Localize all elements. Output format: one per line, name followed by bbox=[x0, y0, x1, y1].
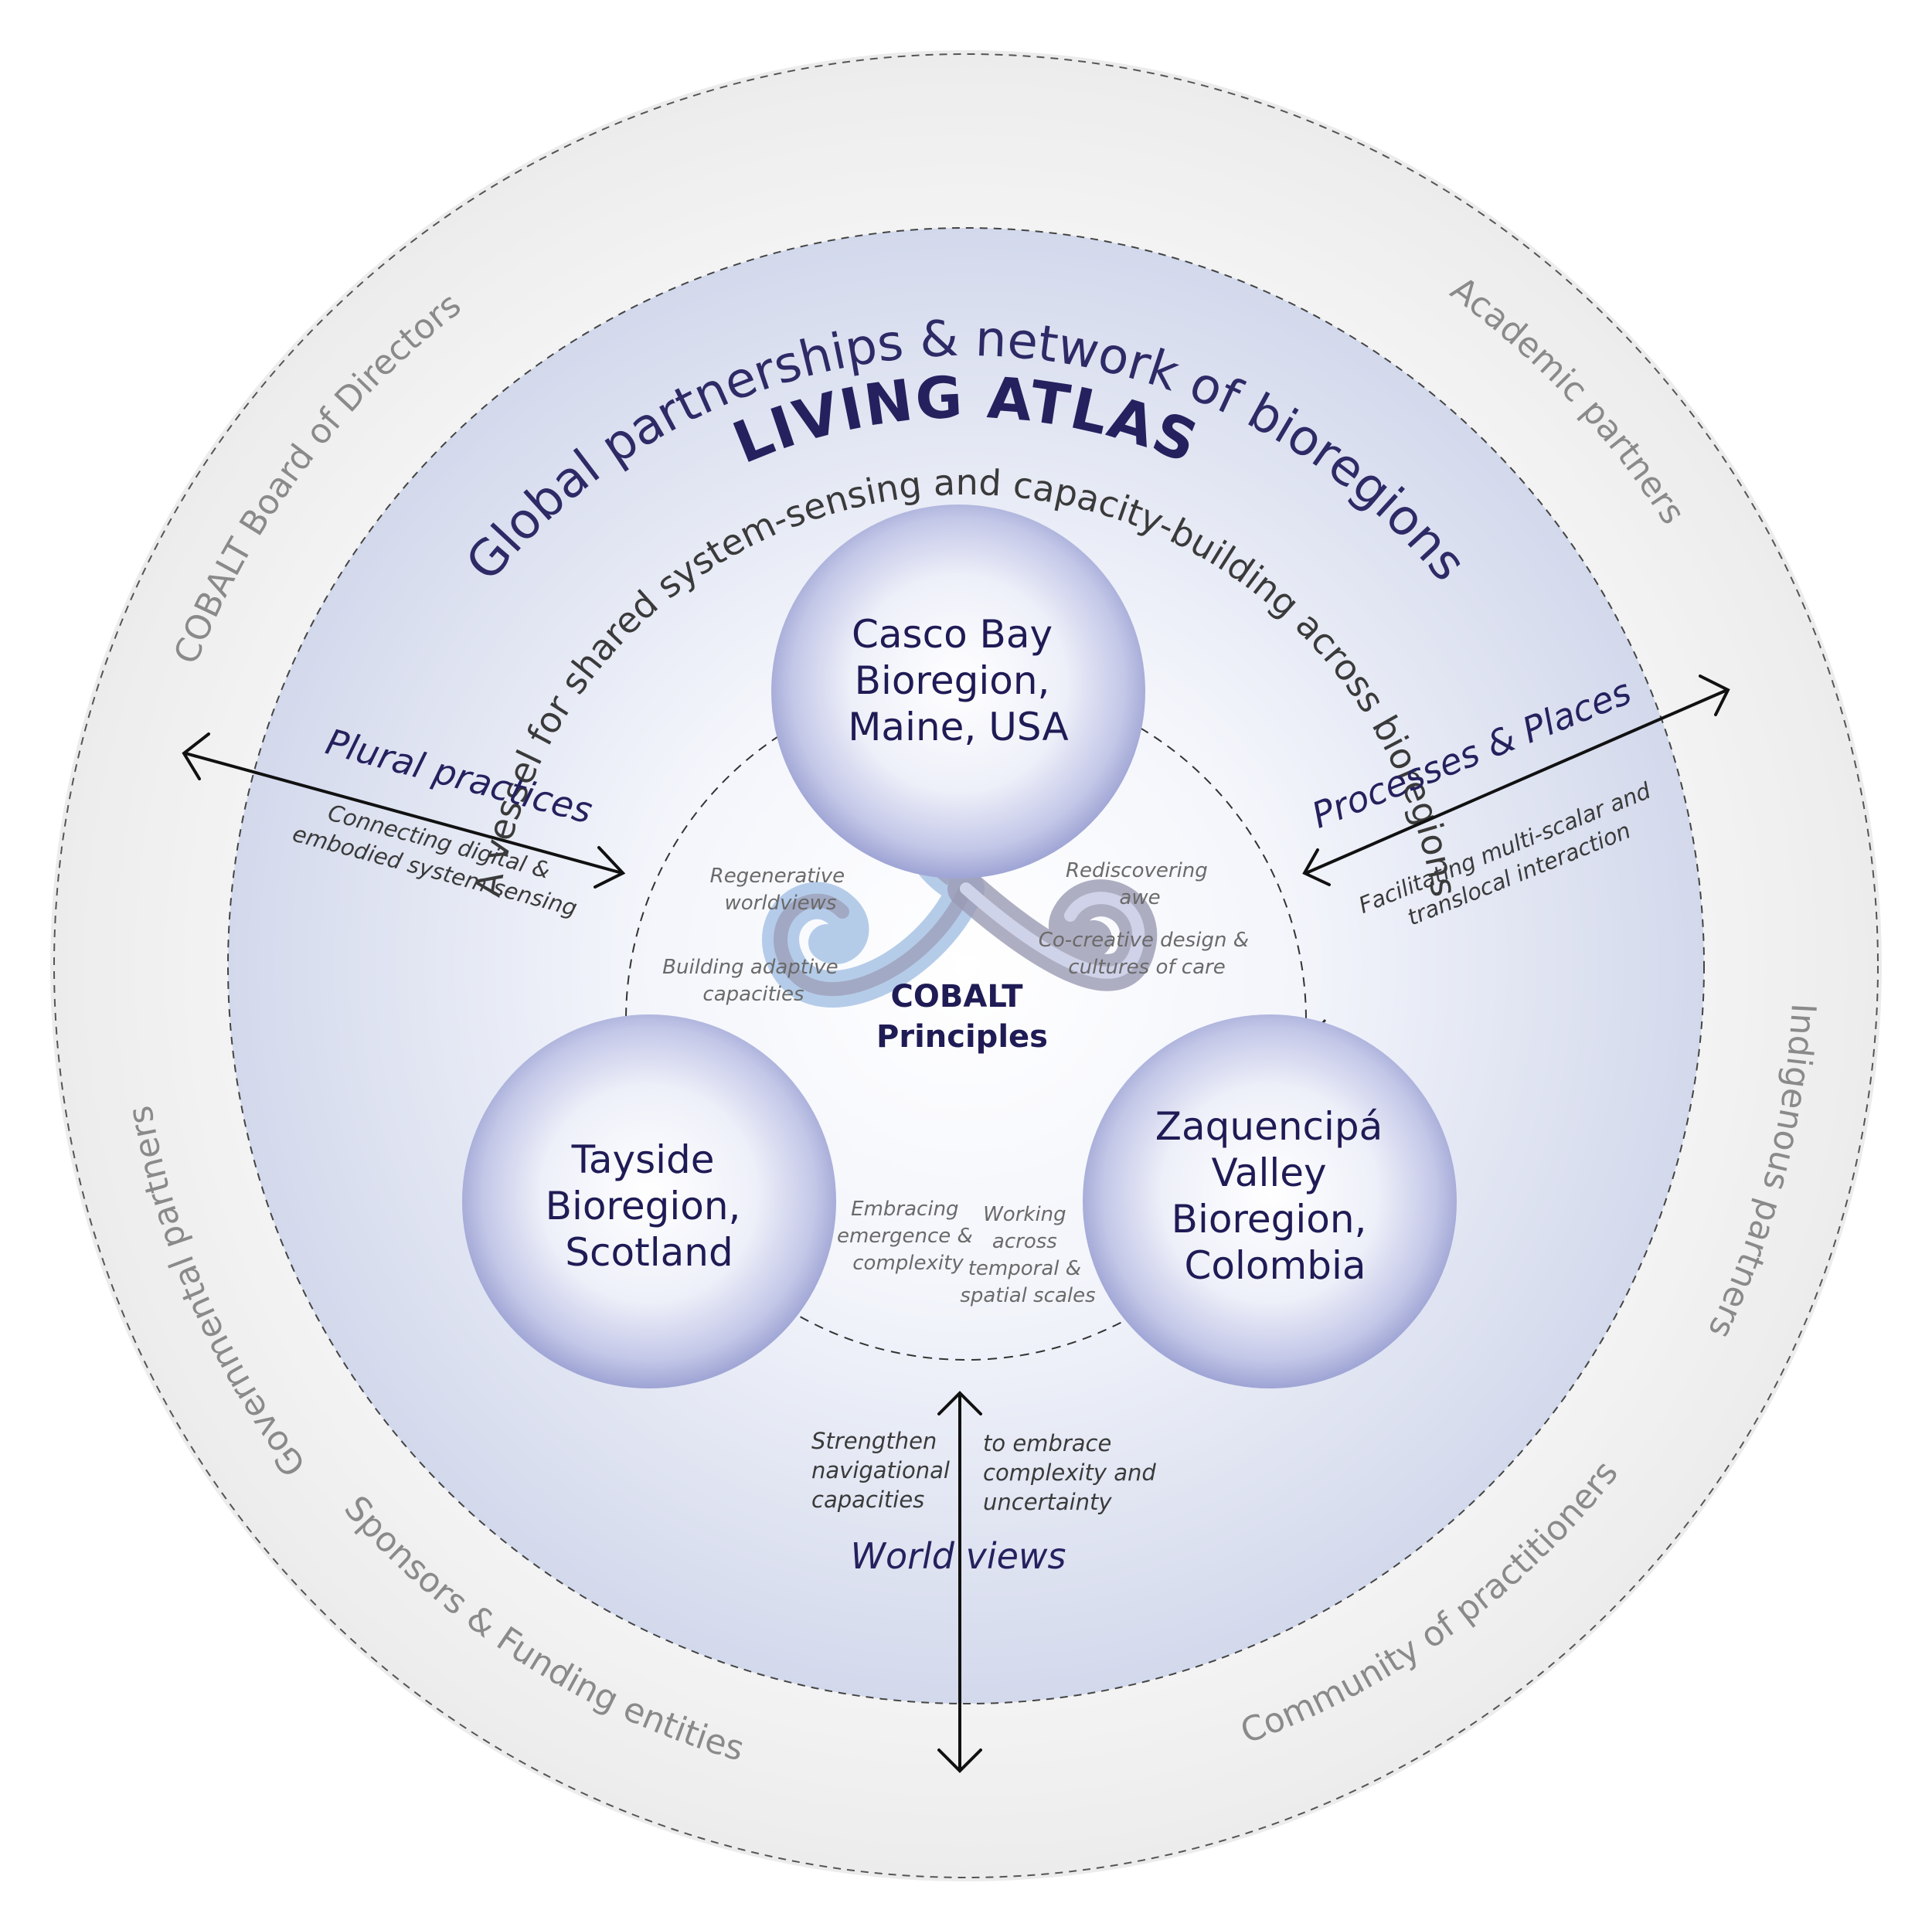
sphere-zaquencipa bbox=[1083, 1014, 1457, 1388]
principle-regenerative: Regenerative worldviews bbox=[710, 865, 852, 915]
processes-places-arrow bbox=[1302, 675, 1730, 886]
region-label-tayside: Tayside Bioregion, Scotland bbox=[546, 1137, 753, 1275]
world-views-right: to embrace complexity and uncertainty bbox=[983, 1430, 1163, 1515]
region-label-casco: Casco Bay Bioregion, Maine, USA bbox=[848, 612, 1068, 749]
living-atlas-disc bbox=[228, 228, 1704, 1704]
sphere-casco-bay bbox=[771, 505, 1145, 878]
principle-scales: Working across temporal & spatial scales bbox=[960, 1203, 1095, 1307]
outer-dashed-border bbox=[53, 53, 1879, 1878]
plural-practices-arrow bbox=[182, 732, 626, 889]
region-label-zaquencipa: Zaquencipá Valley Bioregion, Colombia bbox=[1155, 1104, 1395, 1288]
cobalt-principles-label: COBALT Principles bbox=[876, 979, 1048, 1055]
world-views-arrow bbox=[937, 1391, 982, 1773]
sphere-tayside bbox=[462, 1014, 836, 1388]
principle-awe: Rediscovering awe bbox=[1066, 859, 1214, 909]
living-atlas-dashed-border bbox=[227, 227, 1705, 1704]
principle-emergence: Embracing emergence & complexity bbox=[837, 1198, 979, 1275]
world-views-title: World views bbox=[850, 1535, 1066, 1577]
world-views-left: Strengthen navigational capacities bbox=[811, 1428, 957, 1513]
principle-cocreative: Co-creative design & cultures of care bbox=[1039, 929, 1255, 979]
principle-adaptive: Building adaptive capacities bbox=[662, 956, 845, 1006]
